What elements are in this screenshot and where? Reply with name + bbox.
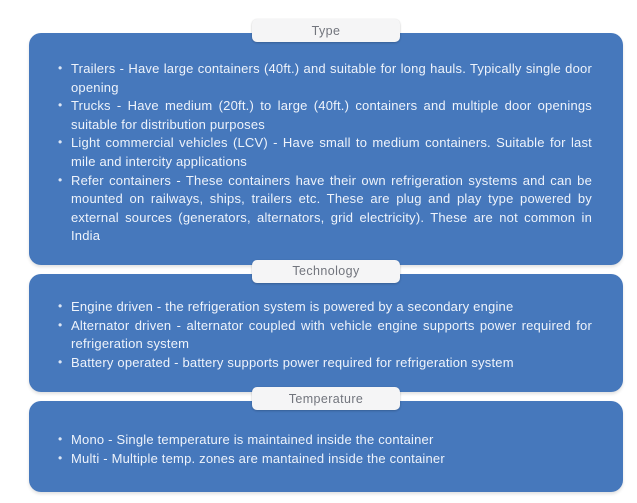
bullet-text: Refer containers - These containers have… — [71, 172, 592, 244]
list-item: • Trucks - Have medium (20ft.) to large … — [58, 97, 592, 134]
temperature-bullet-list: • Mono - Single temperature is maintaine… — [58, 431, 592, 468]
section-temperature: Temperature • Mono - Single temperature … — [29, 387, 623, 492]
bullet-text: Trailers - Have large containers (40ft.)… — [71, 61, 592, 95]
tab-temperature-label: Temperature — [288, 391, 364, 406]
tab-temperature: Temperature — [252, 387, 400, 411]
section-type: Type • Trailers - Have large containers … — [29, 19, 623, 265]
bullet-dot-icon: • — [58, 432, 63, 447]
card-technology: • Engine driven - the refrigeration syst… — [29, 273, 623, 393]
bullet-text: Multi - Multiple temp. zones are mantain… — [71, 450, 445, 466]
bullet-text: Light commercial vehicles (LCV) - Have s… — [71, 135, 592, 169]
list-item: • Engine driven - the refrigeration syst… — [58, 298, 592, 317]
bullet-text: Battery operated - battery supports powe… — [71, 354, 514, 370]
bullet-dot-icon: • — [58, 317, 63, 332]
bullet-dot-icon: • — [58, 450, 63, 465]
bullet-text: Engine driven - the refrigeration system… — [71, 298, 514, 314]
list-item: • Trailers - Have large containers (40ft… — [58, 60, 592, 97]
bullet-text: Alternator driven - alternator coupled w… — [71, 317, 592, 352]
tab-technology: Technology — [252, 259, 400, 283]
bullet-dot-icon: • — [58, 98, 63, 113]
type-bullet-list: • Trailers - Have large containers (40ft… — [58, 60, 592, 246]
section-technology: Technology • Engine driven - the refrige… — [29, 259, 623, 393]
bullet-dot-icon: • — [58, 354, 63, 369]
card-temperature: • Mono - Single temperature is maintaine… — [29, 401, 623, 492]
list-item: • Mono - Single temperature is maintaine… — [58, 431, 592, 450]
tab-type-label: Type — [311, 23, 341, 38]
bullet-dot-icon: • — [58, 135, 63, 150]
list-item: • Alternator driven - alternator coupled… — [58, 317, 592, 354]
bullet-dot-icon: • — [58, 61, 63, 75]
bullet-text: Mono - Single temperature is maintained … — [71, 432, 434, 448]
card-type: • Trailers - Have large containers (40ft… — [29, 33, 623, 265]
list-item: • Battery operated - battery supports po… — [58, 354, 592, 373]
list-item: • Refer containers - These containers ha… — [58, 172, 592, 246]
list-item: • Light commercial vehicles (LCV) - Have… — [58, 134, 592, 171]
technology-bullet-list: • Engine driven - the refrigeration syst… — [58, 298, 592, 372]
tab-type: Type — [252, 19, 400, 42]
tab-technology-label: Technology — [292, 264, 360, 279]
bullet-dot-icon: • — [58, 172, 63, 187]
list-item: • Multi - Multiple temp. zones are manta… — [58, 450, 592, 469]
bullet-dot-icon: • — [58, 298, 63, 313]
bullet-text: Trucks - Have medium (20ft.) to large (4… — [71, 98, 592, 132]
